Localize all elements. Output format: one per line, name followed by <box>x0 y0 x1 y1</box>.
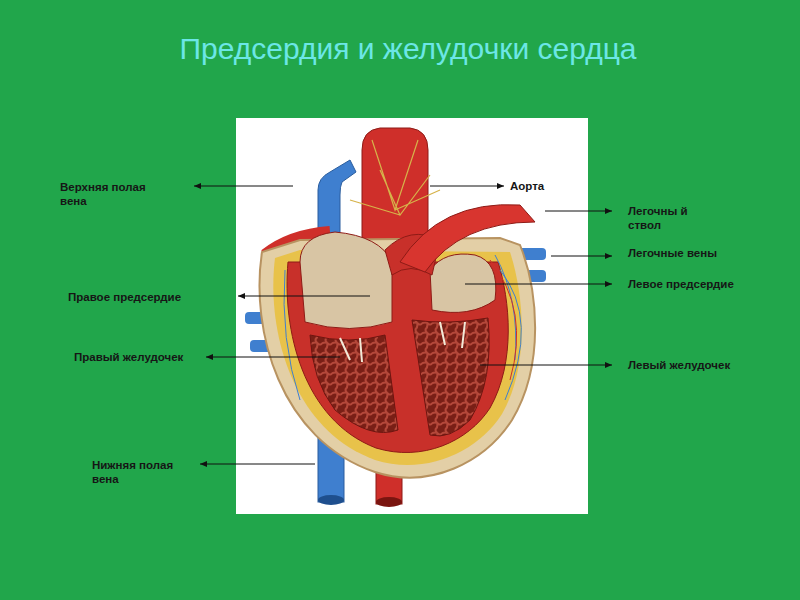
part-label: Легочные вены <box>628 246 718 260</box>
part-label: Легочны й ствол <box>628 204 694 232</box>
aorta <box>362 128 428 250</box>
nerves <box>350 140 440 215</box>
part-label: Правый желудочек <box>74 350 184 364</box>
slide-title: Предсердия и желудочки сердца <box>0 32 800 66</box>
part-label: Аорта <box>510 179 590 193</box>
part-label: Правое предсердие <box>68 290 233 304</box>
left-ventricle-cavity <box>412 318 489 436</box>
part-label: Левое предсердие <box>628 277 738 291</box>
part-label: Левый желудочек <box>628 358 738 372</box>
leader-lines <box>194 186 612 464</box>
part-label: Нижняя полая вена <box>92 458 197 486</box>
right-ventricle-cavity <box>310 335 398 433</box>
image-frame <box>236 118 588 514</box>
left-atrium <box>430 254 496 312</box>
right-atrium <box>300 232 392 329</box>
pulmonary-trunk <box>400 205 535 272</box>
part-label: Верхняя полая вена <box>60 180 155 208</box>
